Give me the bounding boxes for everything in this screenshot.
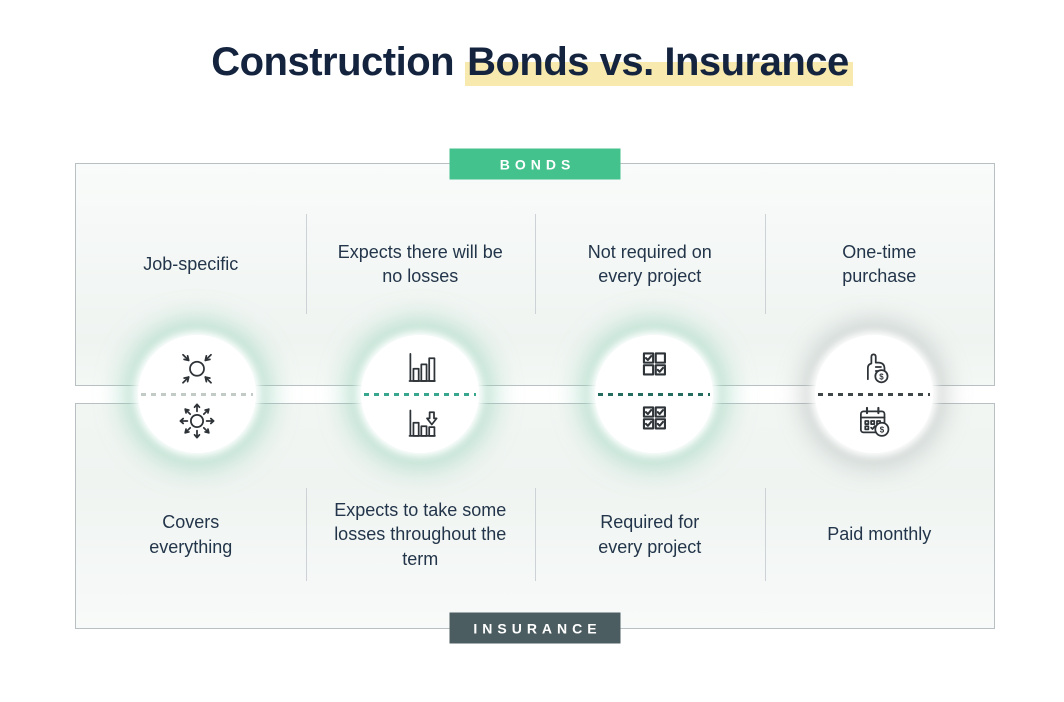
monthly-payment-calendar-icon: $ <box>860 406 890 437</box>
arrows-radiating-icon <box>179 403 215 439</box>
insurance-item-covers-everything: Covers everything <box>149 512 233 557</box>
bonds-item-no-losses: Expects there will be no losses <box>305 212 536 316</box>
bar-chart-declining-icon <box>408 409 438 437</box>
circle-divider-dash <box>598 393 710 396</box>
insurance-tab: INSURANCE <box>449 612 621 644</box>
insurance-item-some-losses: Expects to take some losses throughout t… <box>305 486 536 583</box>
checkboxes-some-checked-icon <box>642 352 666 376</box>
bonds-item-not-required: Not required on every project <box>535 212 765 316</box>
circle-divider-dash <box>141 393 253 396</box>
icon-circle-payment: $ $ <box>815 335 933 453</box>
icon-circle-requirement <box>595 335 713 453</box>
circle-divider-dash <box>364 393 476 396</box>
circle-divider-dash <box>818 393 930 396</box>
insurance-label-row: Covers everything Expects to take some l… <box>76 486 994 583</box>
insurance-item-paid-monthly: Paid monthly <box>764 486 995 583</box>
one-time-payment-hand-icon: $ <box>867 353 889 384</box>
bonds-tab: BONDS <box>449 148 621 180</box>
svg-text:$: $ <box>880 425 885 434</box>
checkboxes-all-checked-icon <box>642 406 666 430</box>
insurance-item-required: Required for every project <box>535 486 765 583</box>
icon-circle-specificity <box>138 335 256 453</box>
title-highlighted-text: Bonds vs. Insurance <box>465 40 853 88</box>
arrows-converging-icon <box>182 353 212 384</box>
svg-text:$: $ <box>879 372 884 381</box>
bar-chart-rising-icon <box>408 353 436 382</box>
bonds-label-row: Job-specific Expects there will be no lo… <box>76 212 994 316</box>
title-plain-text: Construction <box>211 40 455 84</box>
icon-circle-losses <box>361 335 479 453</box>
bonds-item-job-specific: Job-specific <box>143 253 239 274</box>
bonds-item-one-time: One-time purchase <box>764 212 995 316</box>
